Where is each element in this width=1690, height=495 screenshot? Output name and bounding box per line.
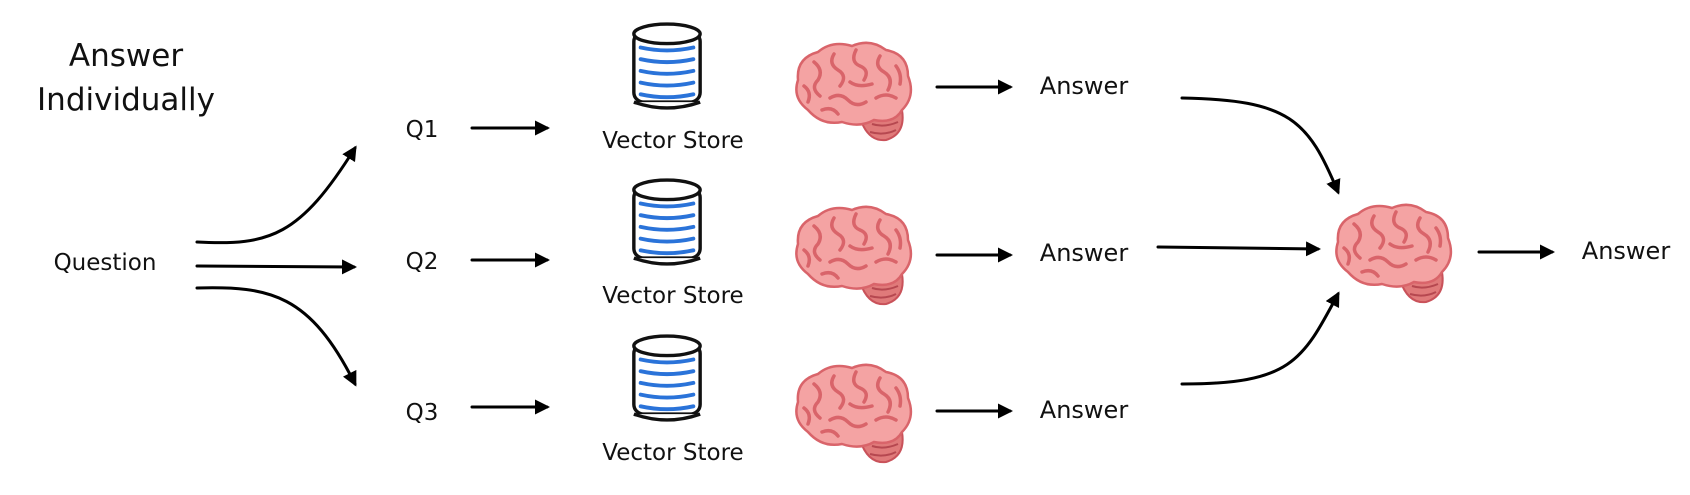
question-label: Question — [54, 250, 157, 276]
answer-label-1: Answer — [1040, 72, 1129, 100]
fanout-arrow-q2 — [195, 259, 357, 275]
diagram-title-line2: Individually — [37, 82, 215, 118]
query-label-q1: Q1 — [406, 117, 439, 143]
vector-store-label-3: Vector Store — [602, 440, 743, 466]
vector-store-label-2: Vector Store — [602, 283, 743, 309]
fanout-arrow-q1 — [195, 145, 357, 245]
final-answer-label: Answer — [1582, 237, 1671, 265]
brain-icon — [794, 205, 913, 306]
brain-icon — [794, 41, 913, 142]
database-icon — [631, 178, 703, 266]
answer-label-3: Answer — [1040, 396, 1129, 424]
database-icon — [631, 22, 703, 110]
merge-arrow-3 — [1180, 291, 1340, 386]
fanout-arrow-q3 — [195, 286, 357, 387]
diagram-title-line1: Answer — [69, 38, 183, 74]
vector-store-label-1: Vector Store — [602, 128, 743, 154]
merge-arrow-2 — [1156, 241, 1321, 257]
query-label-q3: Q3 — [406, 400, 439, 426]
brain-icon — [1334, 203, 1453, 304]
brain-icon — [794, 363, 913, 464]
query-label-q2: Q2 — [406, 249, 439, 275]
database-icon — [631, 334, 703, 422]
answer-label-2: Answer — [1040, 239, 1129, 267]
merge-arrow-1 — [1180, 96, 1341, 195]
